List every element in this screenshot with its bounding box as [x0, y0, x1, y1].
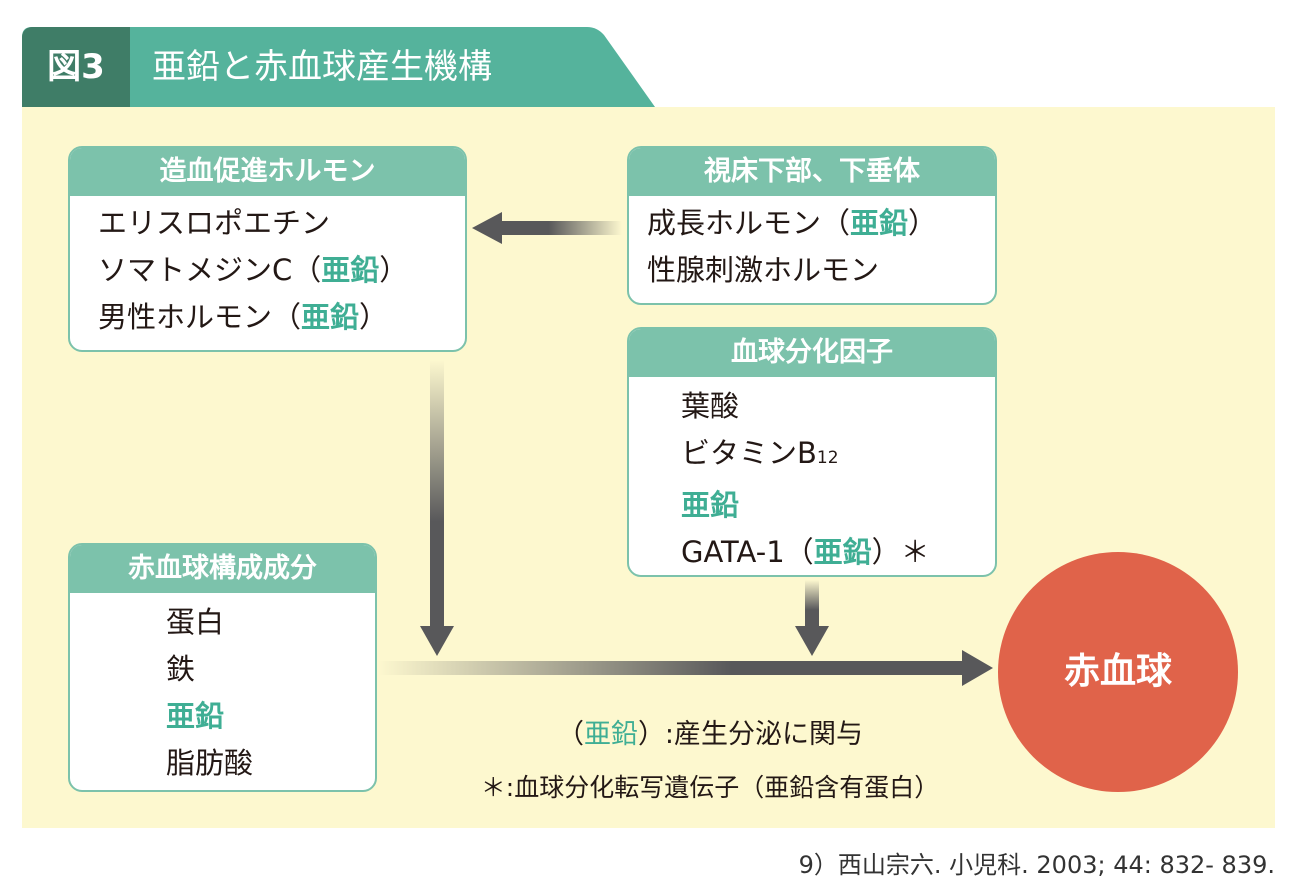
list-item: GATA-1（亜鉛）＊: [681, 535, 930, 569]
list-item: 蛋白: [166, 605, 225, 639]
list-item: 葉酸: [681, 389, 740, 423]
zinc-legend: （亜鉛）:産生分泌に関与: [556, 719, 864, 750]
list-item: 脂肪酸: [166, 746, 254, 780]
list-item: ソマトメジンC（亜鉛）: [98, 253, 409, 287]
citation: 9）西山宗六. 小児科. 2003; 44: 832- 839.: [798, 851, 1275, 879]
box-hematopoietic-hormones: 造血促進ホルモン エリスロポエチン ソマトメジンC（亜鉛） 男性ホルモン（亜鉛）: [68, 146, 467, 352]
list-item: エリスロポエチン: [98, 206, 331, 240]
box-header: 造血促進ホルモン: [70, 148, 465, 196]
arrow-main-to-rbc: [378, 650, 993, 686]
list-item: 亜鉛: [166, 699, 225, 733]
box-rbc-components: 赤血球構成成分 蛋白 鉄 亜鉛 脂肪酸: [68, 543, 377, 792]
arrow-factor-down: [795, 580, 829, 656]
red-blood-cell-node: 赤血球: [998, 552, 1238, 792]
list-item: 亜鉛: [681, 488, 740, 522]
asterisk-legend: ＊:血球分化転写遺伝子（亜鉛含有蛋白）: [480, 773, 940, 802]
list-item: 鉄: [166, 652, 196, 686]
arrow-hormone-down: [420, 360, 454, 656]
list-item: ビタミンB12: [681, 436, 839, 470]
box-header: 血球分化因子: [629, 329, 995, 377]
figure-title: 亜鉛と赤血球産生機構: [152, 47, 492, 87]
figure-number: 図3: [22, 27, 130, 107]
arrow-hypothalamus-to-hormone: [472, 212, 622, 244]
box-header: 視床下部、下垂体: [629, 148, 995, 196]
list-item: 成長ホルモン（亜鉛）: [647, 206, 938, 240]
box-header: 赤血球構成成分: [70, 545, 375, 593]
list-item: 男性ホルモン（亜鉛）: [98, 300, 389, 334]
box-hypothalamus-pituitary: 視床下部、下垂体 成長ホルモン（亜鉛） 性腺刺激ホルモン: [627, 146, 997, 305]
title-banner: [22, 27, 655, 107]
list-item: 性腺刺激ホルモン: [647, 253, 880, 287]
box-differentiation-factors: 血球分化因子 葉酸 ビタミンB12 亜鉛 GATA-1（亜鉛）＊: [627, 327, 997, 577]
